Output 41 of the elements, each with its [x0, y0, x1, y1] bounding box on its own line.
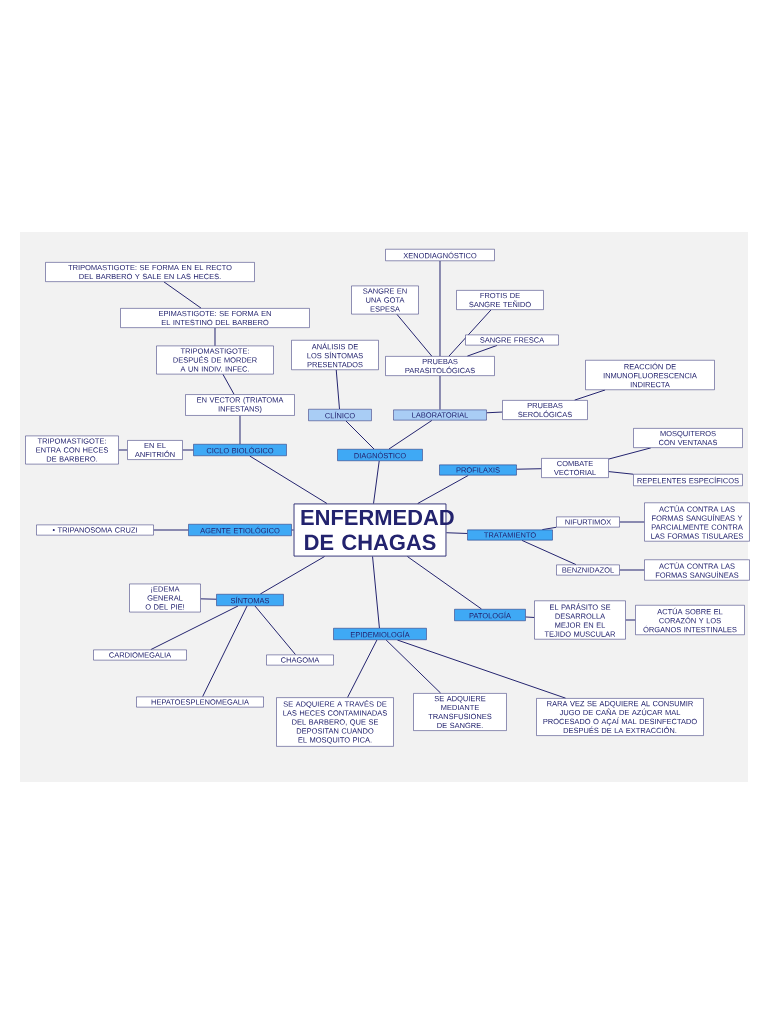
connector-line	[291, 529, 295, 531]
connector-line	[182, 449, 194, 451]
connector-line	[525, 616, 535, 618]
connector-line	[259, 556, 326, 595]
connector-line	[335, 369, 340, 410]
connector-line	[406, 556, 482, 610]
connector-line	[372, 556, 380, 629]
connector-line	[214, 327, 216, 347]
connector-line	[448, 309, 492, 357]
connector-line	[619, 521, 645, 523]
connector-line	[439, 260, 441, 357]
connector-line	[249, 455, 328, 504]
connector-line	[574, 389, 606, 401]
connector-line	[239, 415, 241, 445]
connector-line	[347, 639, 378, 698]
connector-line	[417, 474, 469, 504]
connector-line	[396, 313, 433, 357]
connector-line	[150, 605, 239, 651]
connector-line	[163, 281, 202, 309]
title-box: ENFERMEDAD DE CHAGAS	[293, 503, 454, 557]
connector-line	[373, 460, 380, 504]
connector-line	[466, 344, 498, 357]
connector-line	[608, 471, 634, 475]
connector-line	[200, 598, 217, 600]
connector-line	[254, 605, 296, 656]
connector-line	[222, 373, 235, 395]
connector-line	[521, 539, 577, 566]
connector-line	[202, 605, 248, 698]
connector-line	[388, 419, 433, 450]
connector-line	[118, 449, 128, 451]
connector-line	[345, 420, 375, 450]
connector-line	[445, 532, 468, 534]
connector-line	[385, 639, 442, 694]
connector-line	[153, 529, 189, 531]
connector-line	[396, 639, 567, 699]
connector-line	[516, 468, 542, 470]
connector-line	[619, 569, 645, 571]
connector-line	[625, 619, 636, 621]
connector-line	[486, 411, 503, 414]
connector-line	[439, 375, 441, 411]
connector-line	[608, 447, 652, 460]
